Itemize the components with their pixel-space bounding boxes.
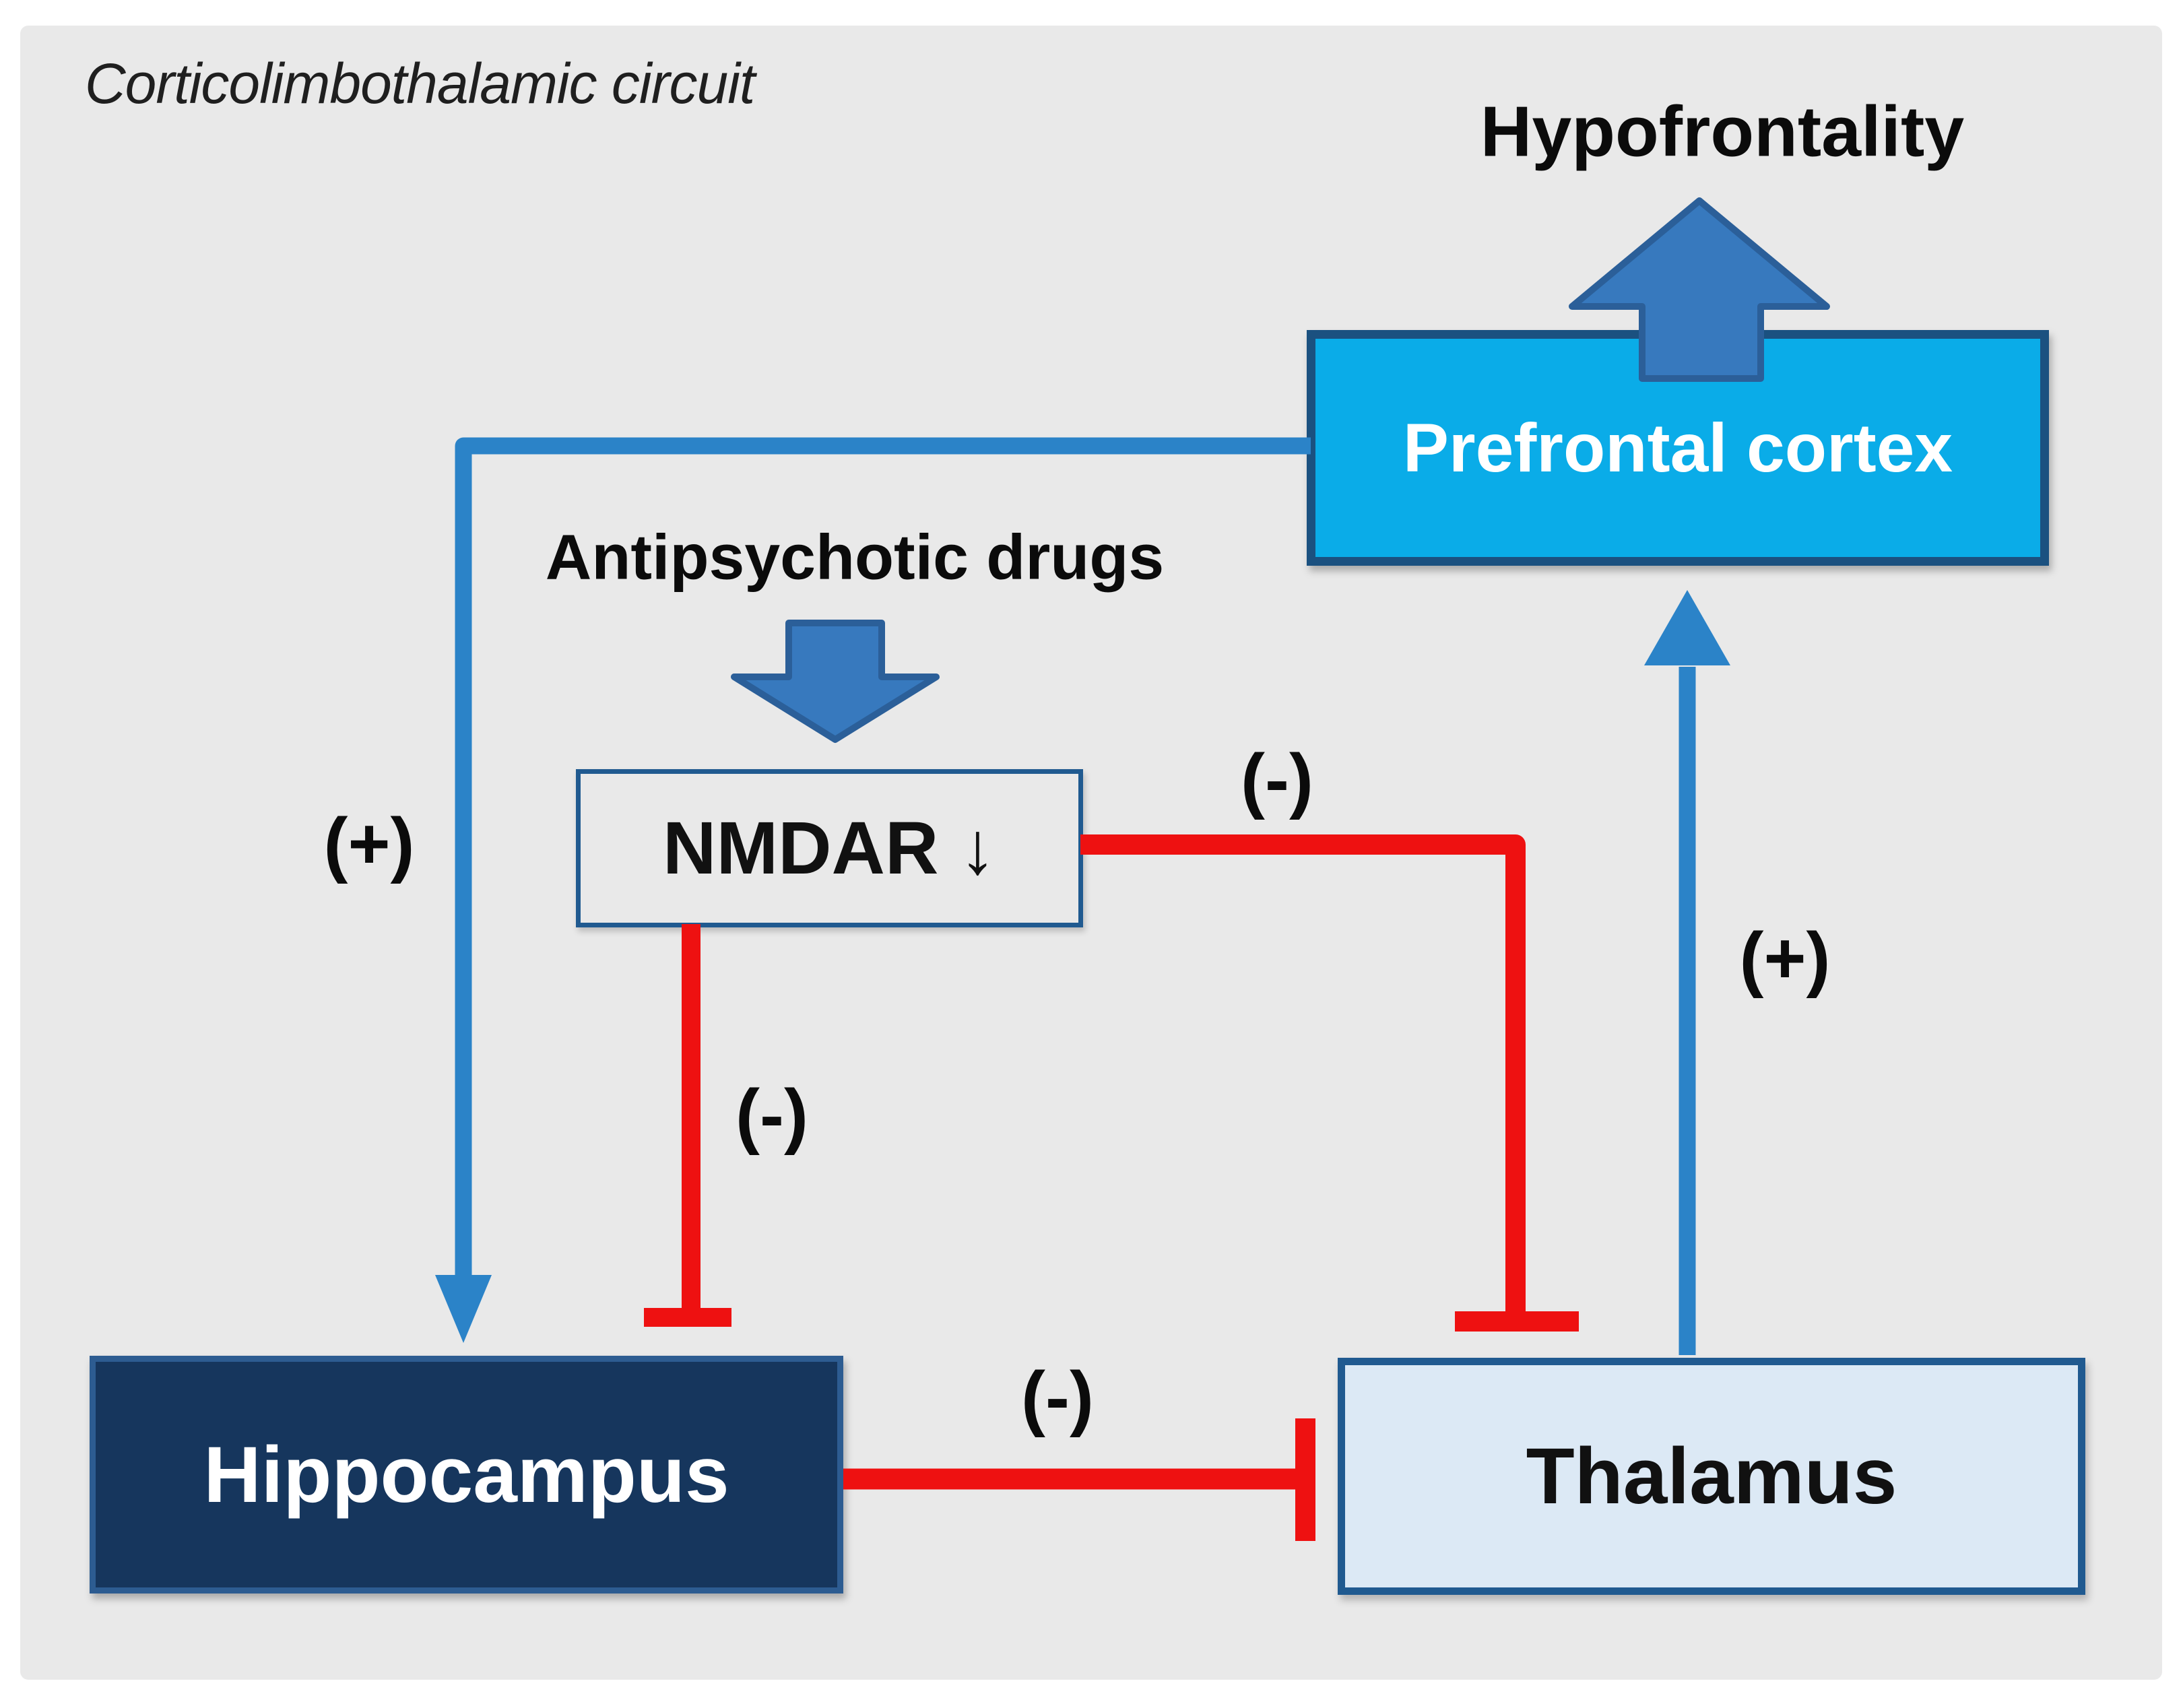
edge-sign-pfc-to-hippocampus: (+) [323,802,415,884]
edge-sign-hippocampus-to-thalamus: (-) [1021,1356,1094,1438]
edge-sign-thalamus-to-pfc: (+) [1739,917,1831,999]
node-nmdar: NMDAR ↓ [576,769,1083,927]
edge-sign-nmdar-to-hippocampus: (-) [736,1074,808,1156]
arrowhead-down-icon [435,1275,492,1343]
arrowhead-up-icon [1644,590,1730,665]
node-prefrontal-cortex-label: Prefrontal cortex [1402,409,1953,486]
node-nmdar-label: NMDAR ↓ [663,807,996,890]
node-thalamus-label: Thalamus [1526,1432,1897,1521]
drug-label-antipsychotic: Antipsychotic drugs [545,521,1165,593]
block-arrow-up-icon [1569,197,1830,382]
block-arrow-down-icon [731,620,940,743]
excitatory-line-pfc-to-hippocampus [455,437,1311,1283]
edge-sign-nmdar-to-thalamus: (-) [1241,738,1313,820]
outcome-label-hypofrontality: Hypofrontality [1480,92,1965,172]
node-hippocampus-label: Hippocampus [203,1430,729,1519]
diagram-title: Corticolimbothalamic circuit [85,52,755,115]
node-thalamus: Thalamus [1338,1358,2085,1595]
node-hippocampus: Hippocampus [90,1356,843,1594]
inhibitory-line-nmdar-to-thalamus [1080,834,1526,1312]
